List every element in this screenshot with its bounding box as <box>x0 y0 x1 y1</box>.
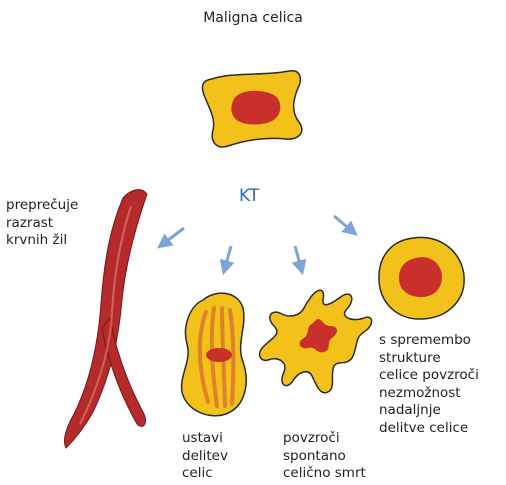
arrow-to-division <box>225 246 231 268</box>
apoptotic-cell-illustration <box>260 290 372 393</box>
arrow-to-structure <box>334 216 352 231</box>
dividing-cell-chromatin <box>206 348 232 362</box>
agent-label: KT <box>239 188 259 206</box>
malignant-cell-nucleus <box>231 91 280 125</box>
arrow-to-death <box>295 246 301 268</box>
diagram-title: Maligna celica <box>0 10 506 28</box>
effect-label-vessels: preprečuje razrast krvnih žil <box>6 197 78 250</box>
round-cell-nucleus <box>399 257 442 297</box>
effect-label-division: ustavi delitev celic <box>182 430 228 483</box>
effect-label-structure: s spremembo strukture celice povzroči ne… <box>379 332 479 437</box>
arrow-to-vessels <box>163 228 184 244</box>
effect-label-death: povzroči spontano celično smrt <box>283 430 366 483</box>
dividing-cell-illustration <box>182 293 247 416</box>
round-cell-illustration <box>379 237 464 319</box>
malignant-cell <box>202 71 301 147</box>
